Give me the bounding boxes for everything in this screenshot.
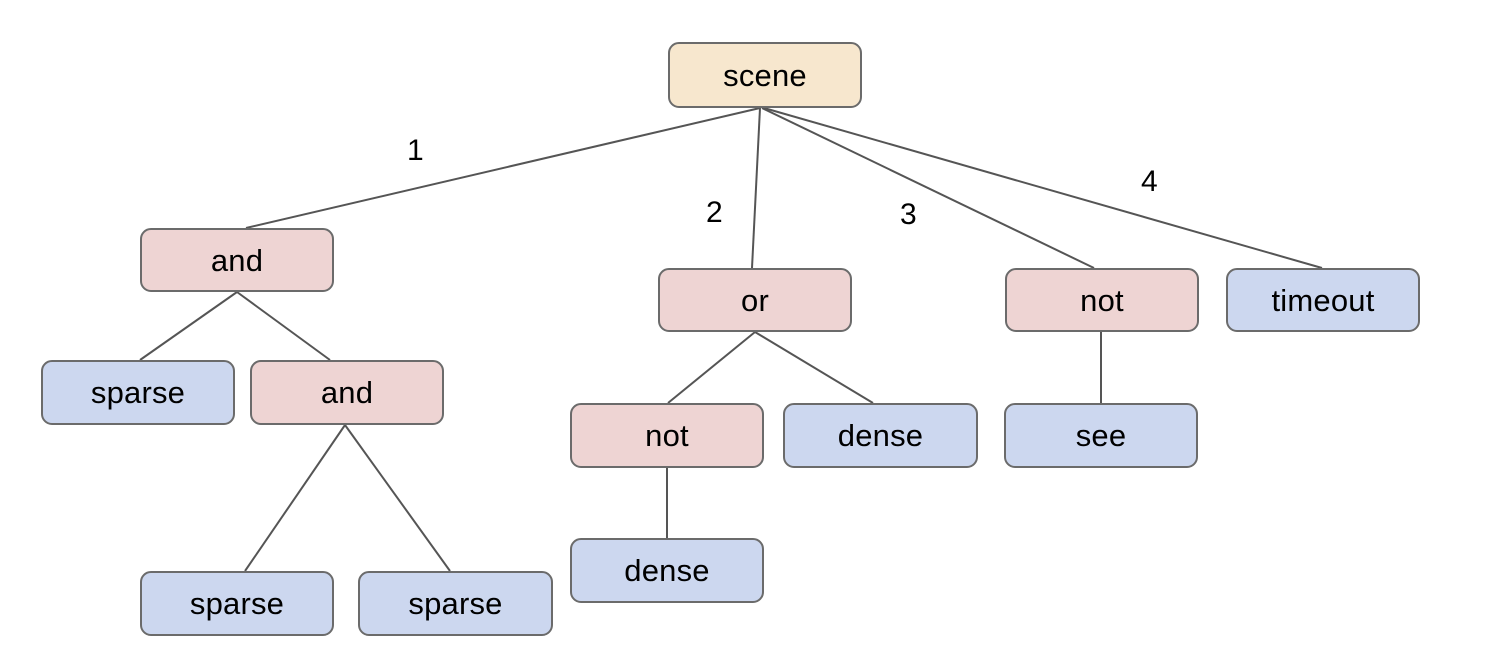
tree-node-sparse2[interactable]: sparse — [140, 571, 334, 636]
tree-node-label: timeout — [1271, 282, 1375, 318]
edge-label-1: 1 — [407, 134, 424, 167]
tree-node-see[interactable]: see — [1004, 403, 1198, 468]
tree-node-label: and — [320, 375, 374, 410]
edge-label-2: 2 — [706, 196, 723, 229]
tree-node-and1[interactable]: and — [140, 228, 334, 292]
tree-edge — [139, 291, 238, 361]
tree-node-label: sparse — [189, 586, 285, 621]
tree-node-and2[interactable]: and — [250, 360, 444, 425]
tree-node-label: not — [1080, 282, 1124, 318]
tree-edge — [763, 107, 1323, 269]
tree-node-dense_b[interactable]: dense — [570, 538, 764, 603]
tree-node-label: or — [741, 282, 769, 318]
tree-edge — [236, 291, 331, 361]
tree-edge — [751, 107, 761, 269]
tree-node-label: not — [645, 418, 689, 453]
edge-label-3: 3 — [900, 198, 917, 231]
tree-node-label: dense — [624, 553, 710, 588]
tree-node-label: sparse — [408, 586, 503, 621]
tree-node-label: and — [210, 242, 264, 278]
tree-edge — [244, 424, 346, 572]
tree-node-label: see — [1075, 418, 1127, 453]
tree-edge — [245, 107, 761, 229]
tree-node-scene[interactable]: scene — [668, 42, 862, 108]
tree-node-dense_m[interactable]: dense — [783, 403, 978, 468]
tree-node-label: dense — [837, 418, 924, 453]
tree-edge — [754, 331, 874, 404]
tree-node-or1[interactable]: or — [658, 268, 852, 332]
tree-edge — [761, 107, 1095, 269]
tree-node-timeout[interactable]: timeout — [1226, 268, 1420, 332]
edge-label-4: 4 — [1141, 165, 1158, 198]
tree-edge — [344, 424, 451, 572]
tree-node-sparse3[interactable]: sparse — [358, 571, 553, 636]
tree-node-label: sparse — [90, 375, 186, 410]
tree-node-sparse1[interactable]: sparse — [41, 360, 235, 425]
tree-node-label: scene — [723, 57, 807, 93]
tree-node-not_r[interactable]: not — [1005, 268, 1199, 332]
tree-edge — [667, 331, 756, 404]
tree-node-not_m[interactable]: not — [570, 403, 764, 468]
